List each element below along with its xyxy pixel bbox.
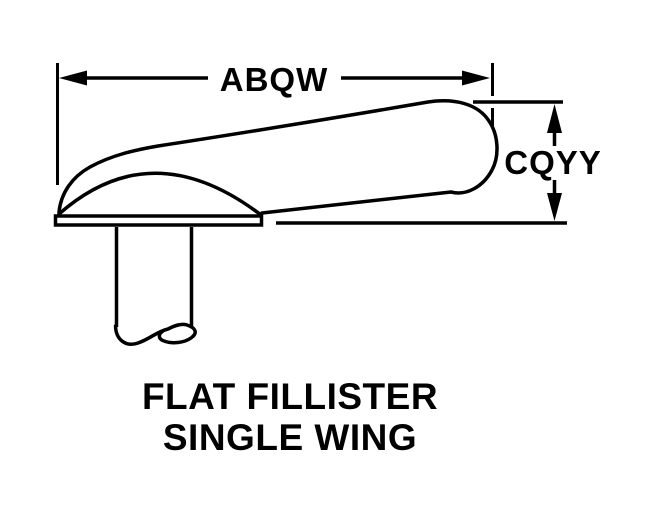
- diagram-caption: FLAT FILLISTER SINGLE WING: [142, 376, 438, 458]
- fillister-head-arc: [57, 171, 263, 217]
- arrowhead-right-icon: [462, 70, 490, 86]
- caption-line-1: FLAT FILLISTER: [141, 376, 439, 417]
- arrowhead-up-icon: [547, 104, 562, 133]
- wing-outline: [57, 99, 499, 215]
- head-base-plate: [53, 214, 264, 227]
- width-dimension-label: ABQW: [217, 61, 331, 98]
- height-dimension-label: CQYY: [502, 144, 604, 181]
- arrowhead-down-icon: [547, 193, 562, 221]
- arrowhead-left-icon: [59, 70, 87, 86]
- shank-break-line: [113, 322, 197, 346]
- caption-line-2: SINGLE WING: [162, 417, 418, 458]
